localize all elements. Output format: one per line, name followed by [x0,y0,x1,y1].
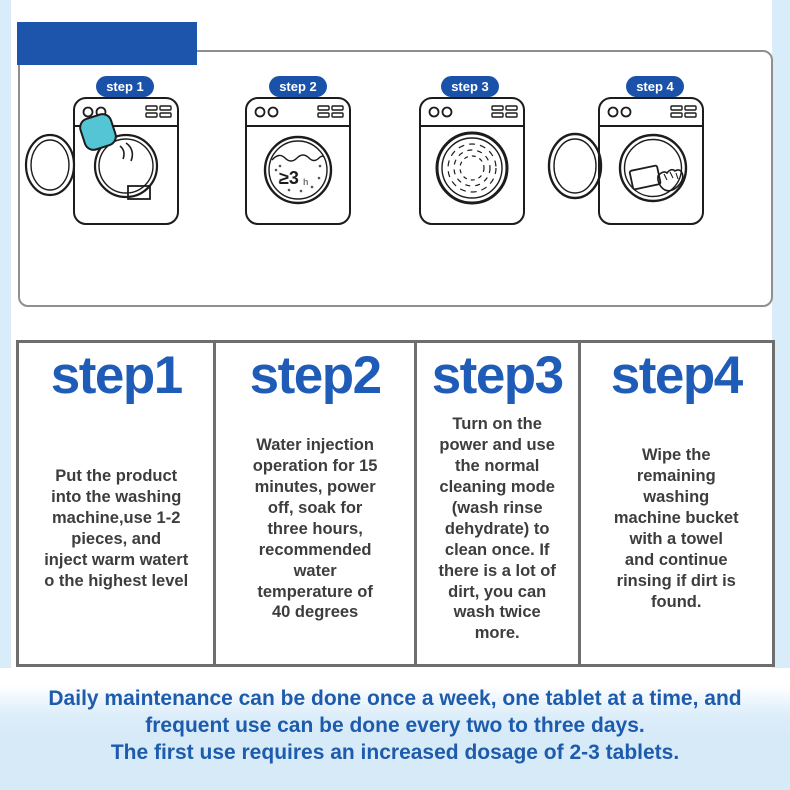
washing-machine-soak-icon: ≥3 h [245,97,351,225]
left-margin-strip [0,0,11,668]
maintenance-note-line-2: frequent use can be done every two to th… [145,714,645,737]
step-1-cell: step1 Put the product into the washing m… [19,343,217,664]
step-2-cell: step2 Water injection operation for 15 m… [216,343,417,664]
washing-machine-wash-cycle-icon [419,97,525,225]
step-3-text: Turn on the power and use the normal cle… [438,414,556,643]
step-3-title: step3 [431,346,564,405]
hand-icon [657,168,684,192]
washing-machine-insert-tablet-icon [24,97,179,225]
maintenance-note-line-3: The first use requires an increased dosa… [110,741,680,764]
soak-time-unit: h [303,177,309,187]
step-2-text: Water injection operation for 15 minutes… [252,435,378,622]
maintenance-note-line-1: Daily maintenance can be done once a wee… [48,687,742,710]
right-margin-strip [772,0,790,668]
step-1-title: step1 [50,346,183,405]
step-1-text: Put the product into the washing machine… [44,467,189,591]
washing-machine-wipe-icon [547,97,704,225]
maintenance-note: Daily maintenance can be done once a wee… [0,668,790,790]
step-3-cell: step3 Turn on the power and use the norm… [417,343,581,664]
step-1-badge: step 1 [96,76,154,97]
step-4-cell: step4 Wipe the remaining washing machine… [581,343,772,664]
step-3-badge: step 3 [441,76,499,97]
step-4-title: step4 [610,346,743,405]
step-2-badge: step 2 [269,76,327,97]
steps-table: step1 Put the product into the washing m… [16,340,775,667]
step-4-badge: step 4 [626,76,684,97]
step-4-text: Wipe the remaining washing machine bucke… [613,446,739,611]
top-blue-bar [17,22,197,65]
towel-icon [628,164,662,191]
cleaning-tablet-icon [79,113,117,151]
soak-time-value: ≥3 [279,168,299,188]
clock-dots-icon [274,164,322,193]
illustration-panel: step 1 step 2 step 3 step 4 [18,50,773,307]
step-2-title: step2 [249,346,382,405]
